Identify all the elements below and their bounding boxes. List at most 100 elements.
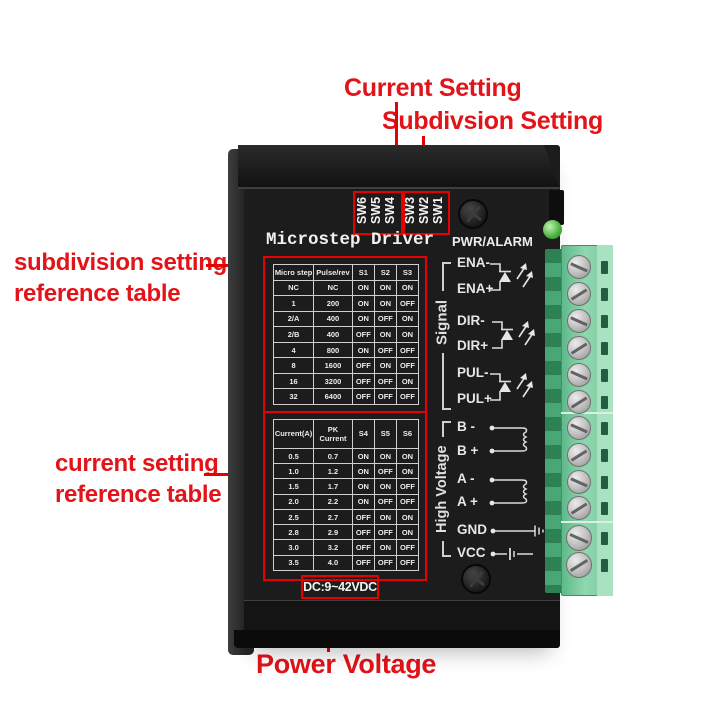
table-cell: 800 (313, 341, 353, 359)
high-voltage-group-label: High Voltage (431, 437, 453, 541)
table-cell: ON (373, 447, 397, 465)
terminal-screw-icon[interactable] (567, 390, 591, 414)
terminal-screw-icon[interactable] (566, 525, 592, 551)
table-cell: OFF (351, 524, 375, 541)
table-cell: ON (395, 508, 420, 526)
terminal-screw-icon[interactable] (567, 416, 591, 440)
table-cell: S4 (351, 419, 375, 449)
table-cell: ON (351, 341, 375, 359)
case-bottom-bevel (244, 600, 560, 631)
table-cell: 2/B (272, 326, 315, 343)
pin-label-b-plus: B + (457, 443, 479, 458)
table-cell: ON (373, 478, 397, 495)
signal-group-label: Signal (432, 291, 452, 353)
table-cell: 2.5 (272, 508, 315, 526)
table-cell: ON (395, 524, 420, 541)
dip-label-sw5: SW5 (369, 196, 383, 225)
pin-label-vcc: VCC (457, 545, 486, 560)
annotation-line: subdivision setting (14, 249, 227, 276)
table-cell: 200 (313, 295, 353, 312)
terminal-screw-icon[interactable] (567, 282, 591, 306)
table-cell: OFF (395, 341, 420, 359)
table-cell: OFF (373, 554, 397, 572)
table-cell: OFF (395, 388, 420, 405)
terminal-screw-icon[interactable] (567, 309, 591, 333)
screw-icon (461, 564, 491, 594)
wire-slot (601, 396, 608, 409)
table-cell: ON (395, 279, 420, 297)
table-cell: ON (373, 357, 397, 374)
high-voltage-bracket-stub (442, 555, 451, 557)
table-cell: S3 (395, 264, 420, 281)
table-cell: 0.5 (272, 447, 315, 465)
wire-slot (601, 288, 608, 301)
table-cell: OFF (351, 508, 375, 526)
table-cell: OFF (373, 493, 397, 510)
table-cell: ON (351, 279, 375, 297)
dip-box-current-switches (353, 191, 405, 235)
terminal-screw-icon[interactable] (567, 470, 591, 494)
pwr-alarm-label: PWR/ALARM (452, 234, 533, 249)
wire-slot (601, 422, 608, 435)
table-cell: OFF (395, 478, 420, 495)
table-cell: ON (395, 447, 420, 465)
table-cell: 6400 (313, 388, 353, 405)
table-cell: OFF (351, 357, 375, 374)
terminal-block-back (545, 249, 563, 593)
table-cell: OFF (373, 388, 397, 405)
terminal-screw-icon[interactable] (567, 255, 591, 279)
wire-slot (601, 559, 608, 572)
wire-slot (601, 369, 608, 382)
wire-slot (601, 502, 608, 515)
led-housing (549, 190, 564, 225)
table-cell: PK Current (313, 419, 353, 449)
table-cell: OFF (351, 554, 375, 572)
case-bottom-edge (234, 630, 560, 648)
table-cell: 2.0 (272, 493, 315, 510)
table-cell: 4.0 (313, 554, 353, 572)
annotation-line: reference table (14, 280, 181, 307)
table-cell: ON (373, 508, 397, 526)
wire-slot (601, 532, 608, 545)
wire-slot (601, 261, 608, 274)
device-title: Microstep Driver (266, 230, 435, 250)
table-cell: 3200 (313, 372, 353, 390)
terminal-block-divider (561, 521, 613, 523)
terminal-screw-icon[interactable] (567, 336, 591, 360)
dip-label-sw2: SW2 (417, 196, 431, 225)
table-cell: S6 (395, 419, 420, 449)
table-cell: 8 (272, 357, 315, 374)
screw-icon (458, 199, 488, 229)
pin-label-a-plus: A + (457, 494, 478, 509)
table-cell: 32 (272, 388, 315, 405)
pin-label-ena-plus: ENA+ (457, 281, 494, 296)
terminal-screw-icon[interactable] (567, 363, 591, 387)
pin-label-pul-minus: PUL- (457, 365, 489, 380)
terminal-screw-icon[interactable] (567, 443, 591, 467)
table-cell: 1.0 (272, 463, 315, 480)
table-cell: 400 (313, 326, 353, 343)
terminal-screw-icon[interactable] (567, 496, 591, 520)
pin-label-dir-minus: DIR- (457, 313, 485, 328)
table-cell: S1 (351, 264, 375, 281)
wire-slot (601, 449, 608, 462)
terminal-screw-icon[interactable] (566, 552, 592, 578)
table-cell: 400 (313, 310, 353, 328)
table-cell: 2.9 (313, 524, 353, 541)
table-cell: OFF (351, 539, 375, 556)
table-cell: NC (272, 279, 315, 297)
pin-label-a-minus: A - (457, 471, 475, 486)
signal-bracket-stub (442, 408, 451, 410)
table-cell: ON (395, 326, 420, 343)
table-cell: OFF (373, 341, 397, 359)
dip-label-sw3: SW3 (403, 196, 417, 225)
table-cell: OFF (351, 388, 375, 405)
pul-optocoupler-icon (490, 373, 533, 401)
table-cell: 2.8 (272, 524, 315, 541)
dip-box-subdivision-switches (401, 191, 450, 235)
annotation-power-voltage: Power Voltage (256, 649, 437, 679)
annotation-current-setting: Current Setting (344, 74, 522, 102)
